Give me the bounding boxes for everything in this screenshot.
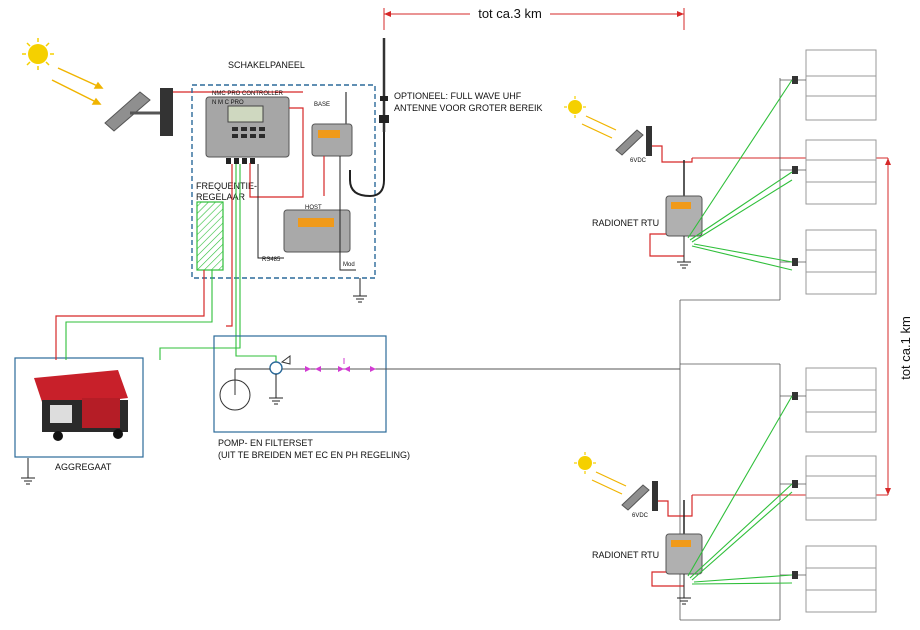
uhf-antenna [349,38,389,198]
mod-label: Mod [343,262,355,268]
pump-box [213,335,387,433]
rtu2-label: RADIONET RTU [592,550,659,560]
horizontal-distance-label: tot ca.3 km [478,6,542,21]
controller-small-label: N M C PRO [212,100,244,106]
ground-icon [353,295,367,303]
generator-label: AGGREGAAT [55,462,112,472]
field-valve-icon [792,76,798,579]
irrigation-fields-top [805,49,877,295]
pump-icon [269,355,291,375]
antenna-label-line2: ANTENNE VOOR GROTER BEREIK [394,103,543,113]
solar-panel-icon [621,481,658,511]
controller-label: NMC PRO CONTROLLER [212,91,284,97]
rtu2-voltage: 6VDC [632,513,649,519]
vfd-label-line2: REGELAAR [196,192,246,202]
frequency-regulator [196,201,224,271]
rtu1-label: RADIONET RTU [592,218,659,228]
horizontal-distance-marker: tot ca.3 km [383,5,685,30]
vfd-label-line1: FREQUENTIE- [196,181,257,191]
pump-label-line2: (UIT TE BREIDEN MET EC EN PH REGELING) [218,450,410,460]
sun-rays-icon [51,67,104,105]
solar-panel-icon [104,88,173,136]
rtu1-voltage: 6VDC [630,158,647,164]
generator-icon [34,370,128,441]
rs485-label: RS485 [262,257,281,263]
valve-icon [305,366,376,372]
antenna-label-line1: OPTIONEEL: FULL WAVE UHF [394,91,522,101]
base-radio [311,92,353,157]
nmc-pro-controller [205,96,290,164]
sun-icon [574,452,596,474]
base-label: BASE [314,102,330,108]
control-panel-title: SCHAKELPANEEL [228,60,305,70]
sun-icon [564,96,586,118]
irrigation-fields-bottom [805,367,877,613]
generator-box [14,357,144,458]
vertical-distance-label: tot ca.1 km [898,316,913,380]
vertical-distance-marker: tot ca.1 km [692,157,913,496]
host-radio [283,209,351,253]
sun-icon [22,38,54,70]
pump-label-line1: POMP- EN FILTERSET [218,438,313,448]
host-label: HOST [305,205,322,211]
solar-panel-icon [615,126,652,156]
control-panel-border [191,84,376,279]
rtu-radio-2 [665,500,703,575]
